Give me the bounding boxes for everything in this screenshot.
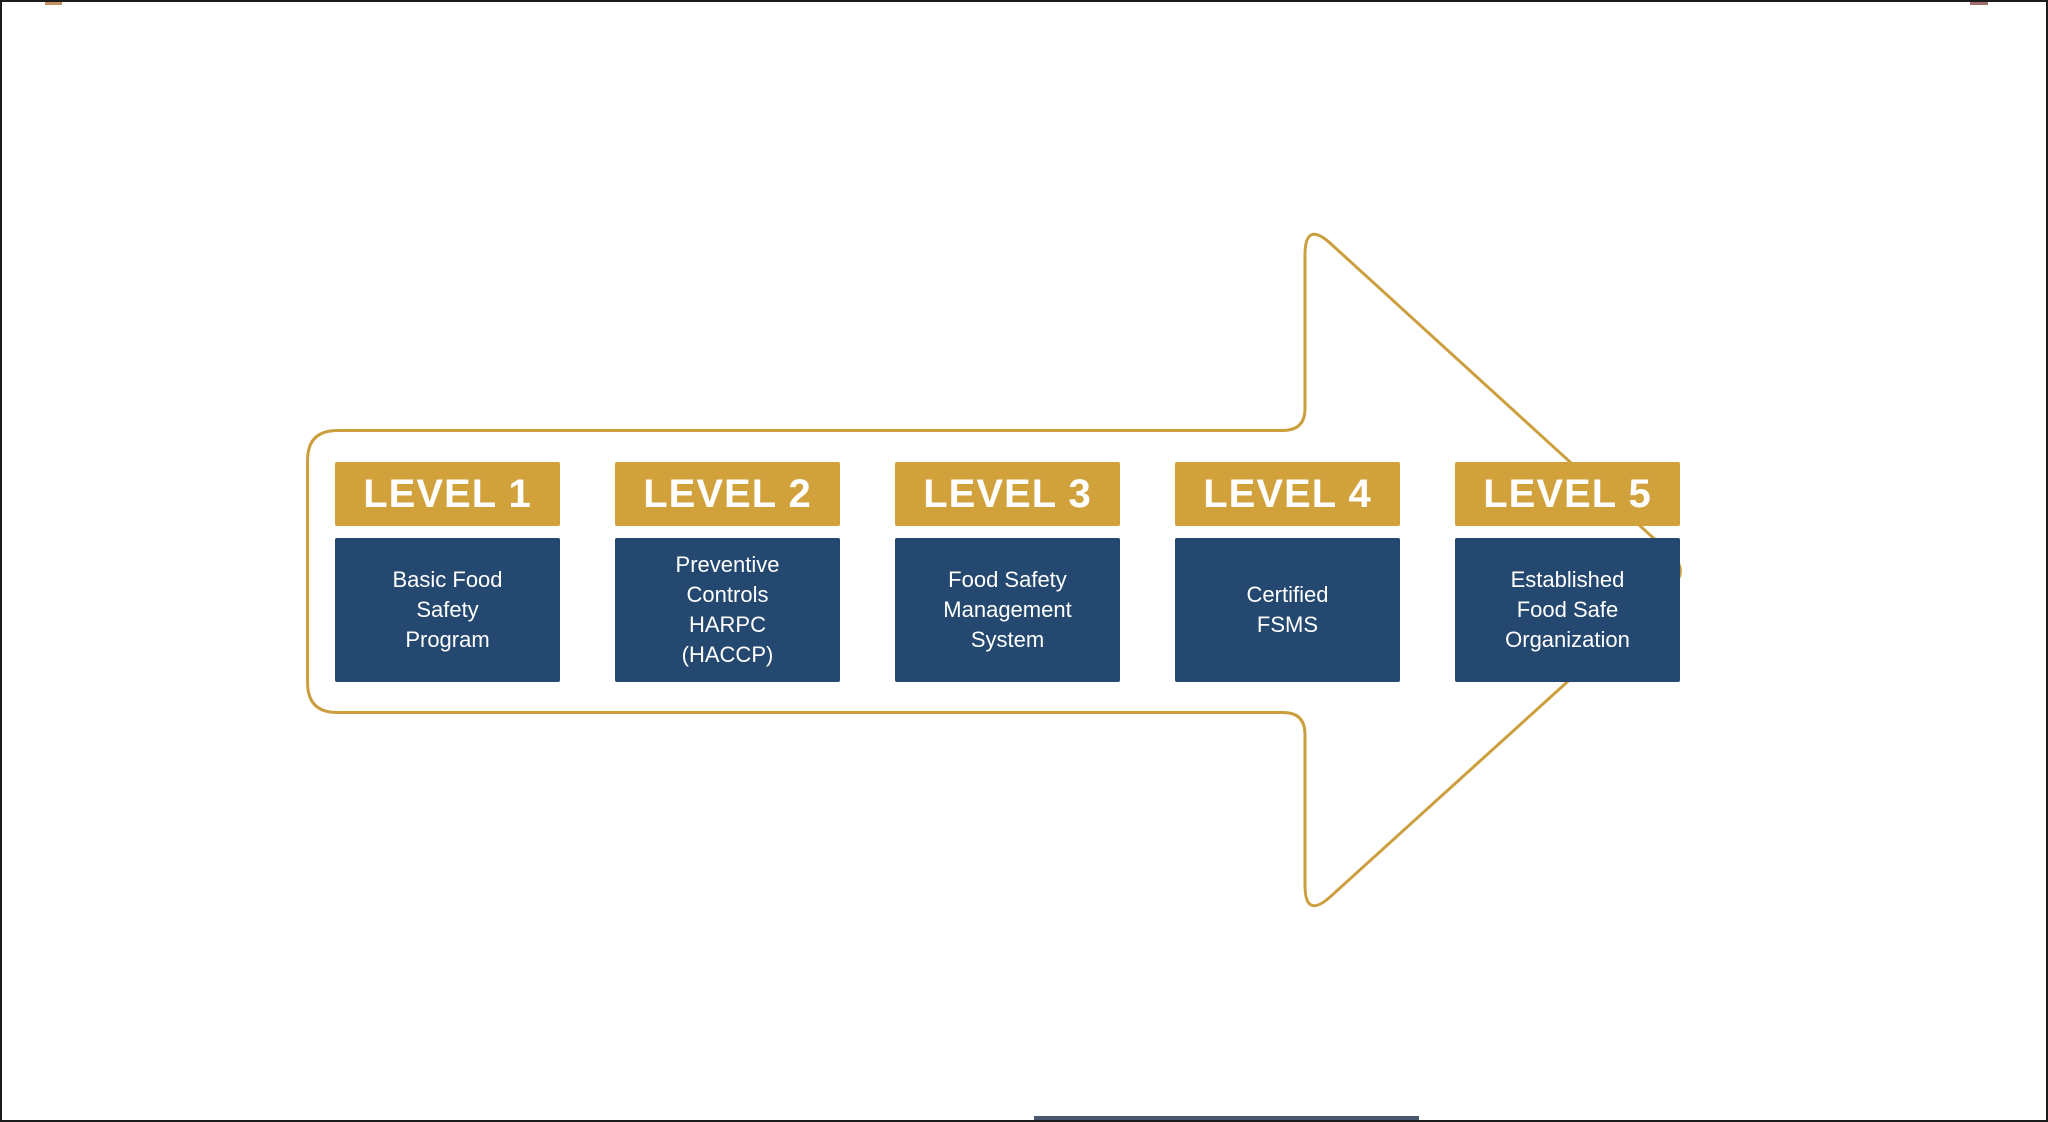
level-4-header: LEVEL 4 — [1175, 462, 1400, 526]
level-5-description: Established Food Safe Organization — [1455, 538, 1680, 682]
level-3-header: LEVEL 3 — [895, 462, 1120, 526]
level-1-column: LEVEL 1 Basic Food Safety Program — [335, 462, 560, 682]
level-2-header: LEVEL 2 — [615, 462, 840, 526]
screen-edge-artifact — [45, 2, 62, 5]
level-2-description: Preventive Controls HARPC (HACCP) — [615, 538, 840, 682]
level-4-column: LEVEL 4 Certified FSMS — [1175, 462, 1400, 682]
screen-edge-artifact — [1034, 1116, 1419, 1120]
screen-edge-artifact — [1970, 2, 1988, 5]
level-5-header: LEVEL 5 — [1455, 462, 1680, 526]
level-1-header: LEVEL 1 — [335, 462, 560, 526]
level-4-description: Certified FSMS — [1175, 538, 1400, 682]
level-2-column: LEVEL 2 Preventive Controls HARPC (HACCP… — [615, 462, 840, 682]
level-1-description: Basic Food Safety Program — [335, 538, 560, 682]
levels-row: LEVEL 1 Basic Food Safety Program LEVEL … — [335, 462, 1680, 682]
level-3-description: Food Safety Management System — [895, 538, 1120, 682]
level-5-column: LEVEL 5 Established Food Safe Organizati… — [1455, 462, 1680, 682]
level-3-column: LEVEL 3 Food Safety Management System — [895, 462, 1120, 682]
